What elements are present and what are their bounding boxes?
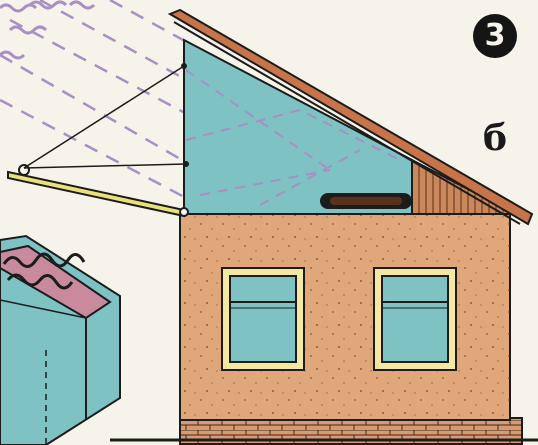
collector-box-detail <box>0 236 120 445</box>
wavy-sun-glyphs <box>0 2 94 58</box>
window-right <box>374 268 456 370</box>
flap-hinge <box>180 208 188 216</box>
support-cables <box>24 66 186 168</box>
figure-sublabel: б <box>483 120 507 156</box>
figure-number-badge: 3 <box>473 14 517 58</box>
reflector-flap <box>8 172 184 216</box>
window-left <box>222 268 304 370</box>
